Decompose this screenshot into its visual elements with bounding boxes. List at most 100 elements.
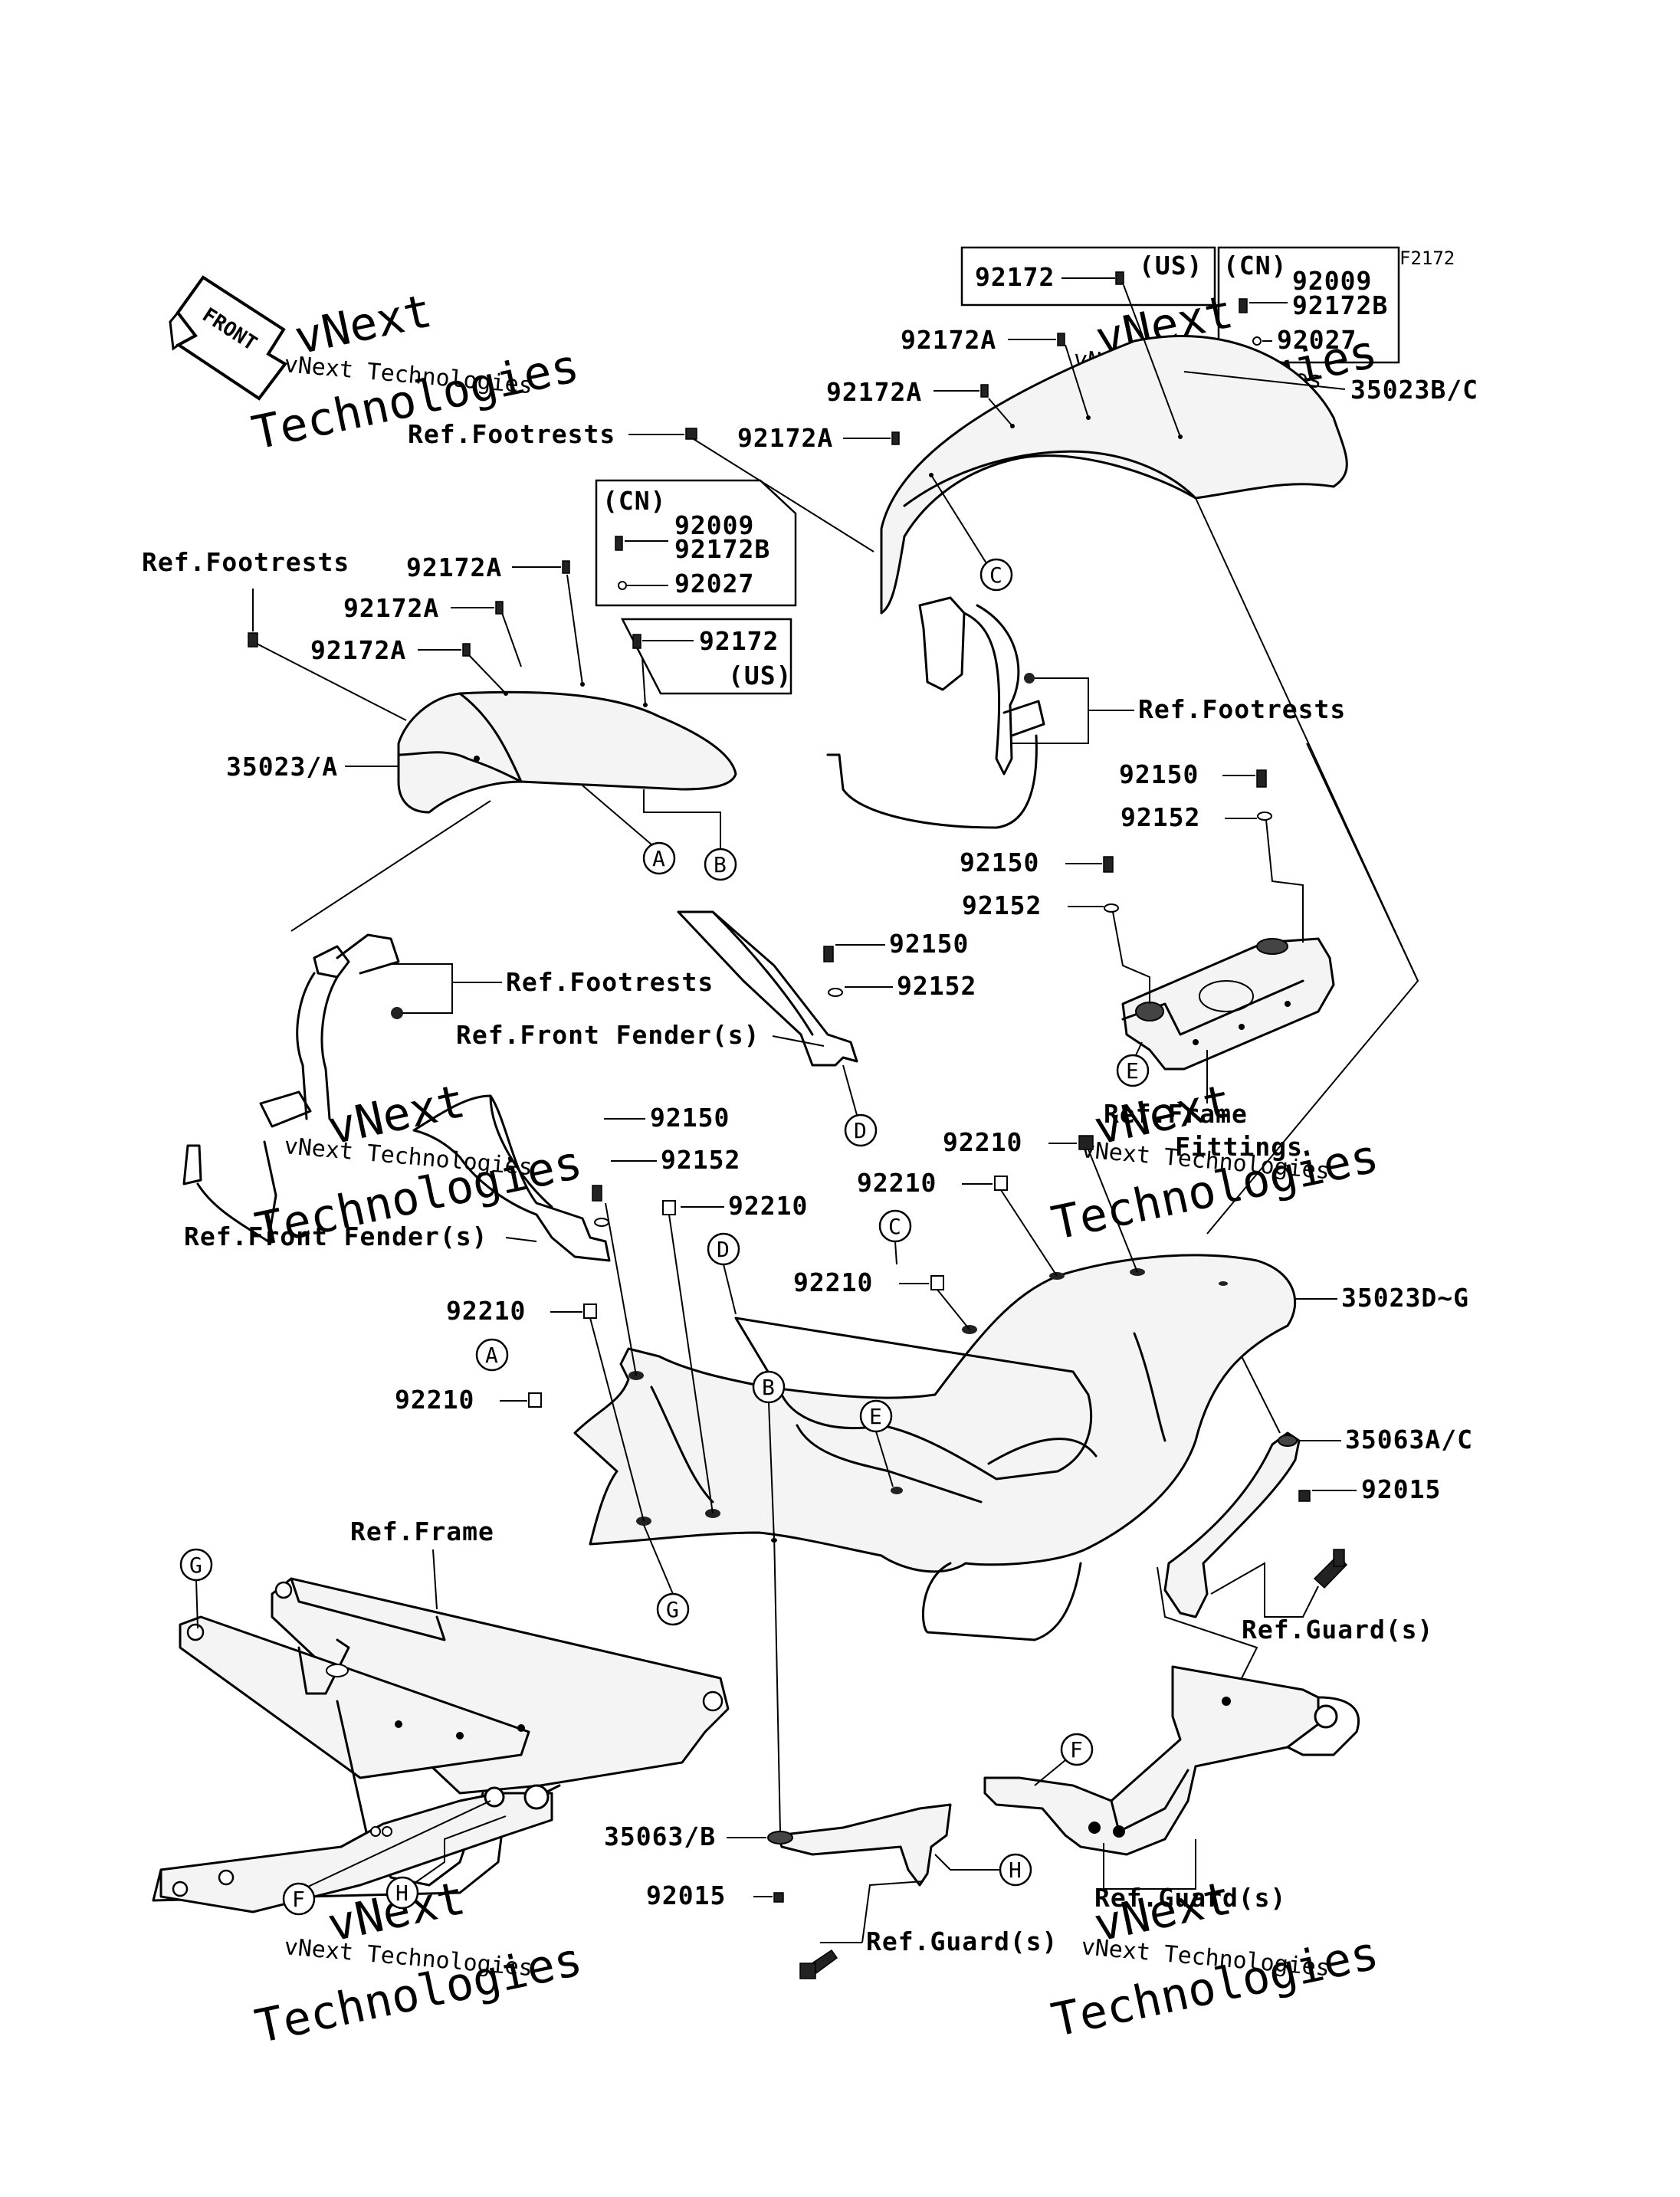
part-label: 35023D~G	[1341, 1283, 1469, 1313]
footrest-bracket-left	[182, 933, 403, 1243]
part-label: 92150	[889, 929, 969, 959]
part-label: 35023/A	[226, 752, 338, 782]
ref-label: Ref.Footrests	[506, 967, 714, 997]
cover-35023a	[397, 682, 737, 814]
callout-letter: A	[652, 846, 665, 871]
callout-letter: F	[292, 1887, 305, 1912]
callout-h-bottom: H	[934, 1853, 1032, 1887]
frame-assembly	[152, 1577, 730, 1913]
part-label: 92015	[646, 1881, 726, 1910]
ref-label: Ref.Footrests	[408, 419, 615, 449]
callout-letter: G	[189, 1553, 202, 1578]
callout-letter: B	[762, 1375, 775, 1400]
ref-label: Ref.Guard(s)	[866, 1926, 1058, 1956]
callout-letter: B	[714, 852, 727, 877]
part-label: 92172	[975, 262, 1055, 292]
part-label: 35063A/C	[1345, 1425, 1473, 1454]
part-label: 92210	[793, 1267, 873, 1297]
cover-35023bc	[880, 335, 1348, 615]
bolt-group-top: 92172A 92172A 92172A	[737, 284, 1181, 453]
figure-code: F2172	[1399, 248, 1455, 269]
part-label: 35063/B	[604, 1822, 716, 1851]
region-label: (US)	[1139, 251, 1203, 280]
ref-label: Fittings	[1175, 1132, 1303, 1162]
stay-35063ac	[1163, 1431, 1311, 1618]
part-label: 92172A	[406, 553, 502, 582]
part-label: 92172A	[343, 593, 439, 623]
legend-cn-top: (CN) 92009 92172B 92027	[1217, 246, 1400, 364]
callout-c-mid: C	[878, 1209, 912, 1265]
part-label: 92172	[699, 626, 779, 656]
part-label: 92210	[857, 1168, 937, 1198]
main-body-35023dg	[573, 1254, 1297, 1641]
guard-bolt-right	[1313, 1549, 1348, 1589]
footrest-bracket-top	[826, 596, 1045, 829]
callout-c-top: C	[930, 474, 1013, 592]
grommet-group: 92210 92210 92210 92210 92210 92210	[395, 1127, 1138, 1522]
legend-us-mid: 92172 (US)	[620, 618, 792, 695]
callout-g-frame: G	[179, 1548, 213, 1629]
region-label: (CN)	[602, 486, 666, 516]
legend-us-top: 92172 (US)	[960, 246, 1216, 307]
ref-label: Ref.Guard(s)	[1094, 1883, 1286, 1913]
ref-label: Ref.Front Fender(s)	[456, 1020, 760, 1050]
ref-label: Ref.Footrests	[1138, 694, 1346, 724]
guard-bolt-bottom	[799, 1949, 838, 1979]
part-label: 92172B	[674, 534, 770, 564]
callout-f-frame: F	[282, 1800, 491, 1916]
part-label: 92152	[962, 890, 1042, 920]
callout-e-mid: E	[1116, 1041, 1150, 1087]
callout-letter: E	[869, 1404, 882, 1429]
callout-a-top: A	[582, 785, 676, 875]
part-label: 92210	[728, 1191, 808, 1221]
ref-label: Ref.Frame	[1104, 1099, 1248, 1129]
fender-bracket-left	[412, 1094, 611, 1262]
front-arrow-icon: FRONT	[169, 275, 287, 401]
callout-letter: C	[989, 562, 1002, 588]
callout-letter: G	[666, 1597, 679, 1622]
part-label: 92172A	[310, 635, 406, 665]
callout-h-frame: H	[386, 1815, 507, 1910]
callout-letter: C	[888, 1214, 901, 1239]
part-label: 92027	[1277, 325, 1357, 355]
part-label: 35023B/C	[1350, 375, 1478, 405]
guard-assembly-bottom	[983, 1665, 1360, 1856]
part-label: 92009	[674, 510, 754, 540]
part-label: 92009	[1292, 266, 1372, 296]
part-label: 92172A	[737, 423, 833, 453]
callout-letter: F	[1070, 1737, 1083, 1763]
part-label: 92150	[650, 1103, 730, 1133]
callout-d-body: D	[707, 1232, 740, 1315]
part-label: 92152	[1121, 802, 1200, 832]
callout-f-bottom: F	[1034, 1733, 1094, 1786]
part-label: 92027	[674, 569, 754, 598]
part-label: 92150	[960, 848, 1039, 877]
part-label: 92210	[446, 1296, 526, 1326]
region-label: (US)	[728, 661, 792, 690]
ref-label: Ref.Frame	[350, 1517, 494, 1546]
callout-letter: D	[854, 1118, 867, 1143]
ref-label: Ref.Front Fender(s)	[184, 1221, 488, 1251]
callout-letter: A	[485, 1343, 498, 1368]
callout-letter: D	[717, 1237, 730, 1262]
legend-cn-mid: (CN) 92009 92172B 92027	[595, 479, 797, 607]
callout-letter: E	[1126, 1058, 1139, 1084]
callout-letter: H	[395, 1881, 409, 1906]
stay-35063b	[767, 1803, 952, 1903]
part-label: 92210	[395, 1385, 474, 1415]
callout-b-top: B	[643, 789, 737, 881]
part-label: 92152	[897, 971, 976, 1001]
part-label: 92172B	[1292, 290, 1388, 320]
ref-label: Ref.Footrests	[142, 547, 349, 577]
part-label: 92172A	[901, 325, 996, 355]
part-label: 92015	[1361, 1474, 1441, 1504]
part-label: 92150	[1119, 759, 1199, 789]
part-label: 92210	[943, 1127, 1022, 1157]
fender-bracket-center	[677, 910, 858, 1067]
callout-b-body: B	[752, 1370, 786, 1541]
part-label: 92172A	[826, 377, 922, 407]
callout-d-mid: D	[842, 1064, 878, 1147]
callout-g-body: G	[643, 1524, 690, 1626]
callout-letter: H	[1009, 1858, 1022, 1883]
